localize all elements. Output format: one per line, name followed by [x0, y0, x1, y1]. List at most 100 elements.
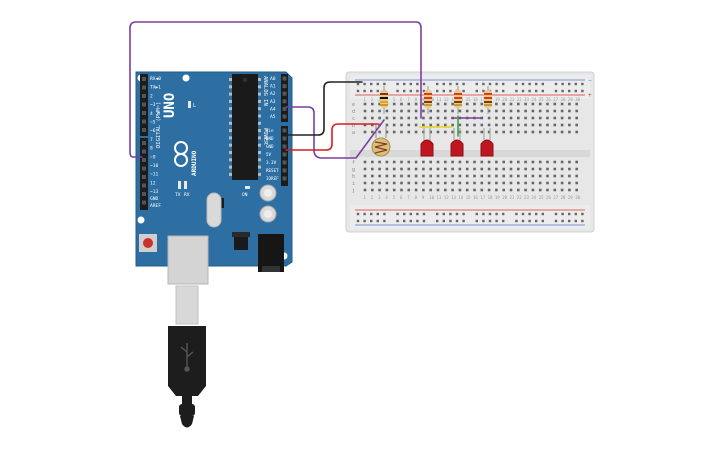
breadboard-hole[interactable] [546, 123, 549, 127]
rail-hole[interactable] [528, 82, 531, 86]
breadboard-hole[interactable] [414, 188, 418, 192]
breadboard-hole[interactable] [560, 109, 564, 113]
breadboard-hole[interactable] [517, 109, 520, 113]
rail-hole[interactable] [376, 89, 379, 93]
breadboard-hole[interactable] [524, 160, 527, 164]
breadboard-hole[interactable] [502, 160, 505, 164]
breadboard-hole[interactable] [517, 116, 520, 120]
rail-hole[interactable] [370, 82, 373, 86]
rail-hole[interactable] [475, 219, 478, 223]
breadboard-hole[interactable] [480, 130, 484, 134]
breadboard-hole[interactable] [400, 109, 403, 113]
breadboard-hole[interactable] [473, 167, 476, 171]
breadboard-hole[interactable] [546, 109, 549, 113]
header-pin[interactable] [282, 76, 287, 81]
breadboard-hole[interactable] [509, 181, 513, 185]
header-pin[interactable] [282, 84, 287, 89]
breadboard-hole[interactable] [378, 167, 381, 171]
rail-hole[interactable] [515, 82, 518, 86]
breadboard-hole[interactable] [495, 130, 498, 134]
led-red[interactable] [480, 128, 494, 157]
rail-hole[interactable] [554, 82, 558, 86]
breadboard-hole[interactable] [575, 181, 578, 185]
breadboard-hole[interactable] [392, 116, 396, 120]
rail-hole[interactable] [396, 212, 399, 216]
breadboard-hole[interactable] [560, 167, 564, 171]
breadboard-hole[interactable] [422, 130, 425, 134]
breadboard-hole[interactable] [538, 102, 542, 106]
breadboard-hole[interactable] [553, 160, 557, 164]
header-pin[interactable] [142, 85, 146, 90]
breadboard-hole[interactable] [524, 181, 527, 185]
breadboard-hole[interactable] [473, 160, 476, 164]
breadboard-hole[interactable] [400, 160, 403, 164]
breadboard-hole[interactable] [568, 102, 571, 106]
breadboard-hole[interactable] [509, 167, 513, 171]
rail-hole[interactable] [541, 89, 544, 93]
rail-hole[interactable] [363, 219, 366, 223]
breadboard-hole[interactable] [363, 109, 367, 113]
breadboard-hole[interactable] [502, 188, 505, 192]
rail-hole[interactable] [495, 82, 498, 86]
header-pin[interactable] [142, 111, 146, 115]
breadboard-hole[interactable] [502, 174, 505, 178]
breadboard-hole[interactable] [400, 188, 403, 192]
breadboard-hole[interactable] [509, 102, 513, 106]
header-pin[interactable] [282, 152, 287, 157]
rail-hole[interactable] [403, 82, 406, 86]
wires[interactable] [129, 21, 483, 159]
breadboard-hole[interactable] [436, 130, 440, 134]
breadboard-hole[interactable] [371, 160, 374, 164]
rail-hole[interactable] [482, 212, 485, 216]
breadboard-hole[interactable] [480, 174, 484, 178]
breadboard-hole[interactable] [429, 188, 432, 192]
rail-hole[interactable] [449, 82, 452, 86]
rail-hole[interactable] [581, 212, 584, 216]
breadboard-hole[interactable] [465, 123, 469, 127]
rail-hole[interactable] [488, 219, 492, 223]
breadboard-hole[interactable] [363, 102, 367, 106]
rail-hole[interactable] [436, 219, 439, 223]
breadboard-hole[interactable] [473, 123, 476, 127]
breadboard-hole[interactable] [458, 123, 462, 127]
breadboard-hole[interactable] [429, 160, 432, 164]
breadboard-hole[interactable] [392, 188, 396, 192]
breadboard-hole[interactable] [444, 102, 447, 106]
rail-hole[interactable] [475, 82, 478, 86]
breadboard-hole[interactable] [414, 116, 418, 120]
breadboard-hole[interactable] [363, 181, 367, 185]
breadboard-hole[interactable] [414, 123, 418, 127]
breadboard-hole[interactable] [436, 109, 440, 113]
rail-hole[interactable] [422, 82, 426, 86]
breadboard-hole[interactable] [487, 167, 491, 171]
breadboard-hole[interactable] [436, 160, 440, 164]
breadboard-hole[interactable] [502, 123, 505, 127]
breadboard-hole[interactable] [553, 116, 557, 120]
breadboard-hole[interactable] [502, 109, 505, 113]
breadboard-hole[interactable] [451, 167, 454, 171]
breadboard-hole[interactable] [451, 123, 454, 127]
breadboard-hole[interactable] [422, 102, 425, 106]
breadboard-hole[interactable] [444, 116, 447, 120]
breadboard-hole[interactable] [524, 167, 527, 171]
rail-hole[interactable] [383, 82, 386, 86]
breadboard-hole[interactable] [422, 174, 425, 178]
breadboard-hole[interactable] [429, 116, 432, 120]
breadboard-hole[interactable] [451, 109, 454, 113]
rail-hole[interactable] [449, 212, 452, 216]
rail-hole[interactable] [568, 212, 571, 216]
breadboard-hole[interactable] [487, 160, 491, 164]
header-pin[interactable] [142, 175, 146, 179]
breadboard-hole[interactable] [560, 160, 564, 164]
breadboard-hole[interactable] [385, 130, 389, 134]
rail-hole[interactable] [528, 89, 531, 93]
breadboard-hole[interactable] [502, 181, 505, 185]
breadboard-hole[interactable] [480, 160, 484, 164]
rail-hole[interactable] [515, 89, 518, 93]
breadboard-hole[interactable] [371, 109, 374, 113]
breadboard-hole[interactable] [546, 188, 549, 192]
rail-hole[interactable] [535, 82, 538, 86]
breadboard-hole[interactable] [473, 102, 476, 106]
breadboard-hole[interactable] [553, 167, 557, 171]
